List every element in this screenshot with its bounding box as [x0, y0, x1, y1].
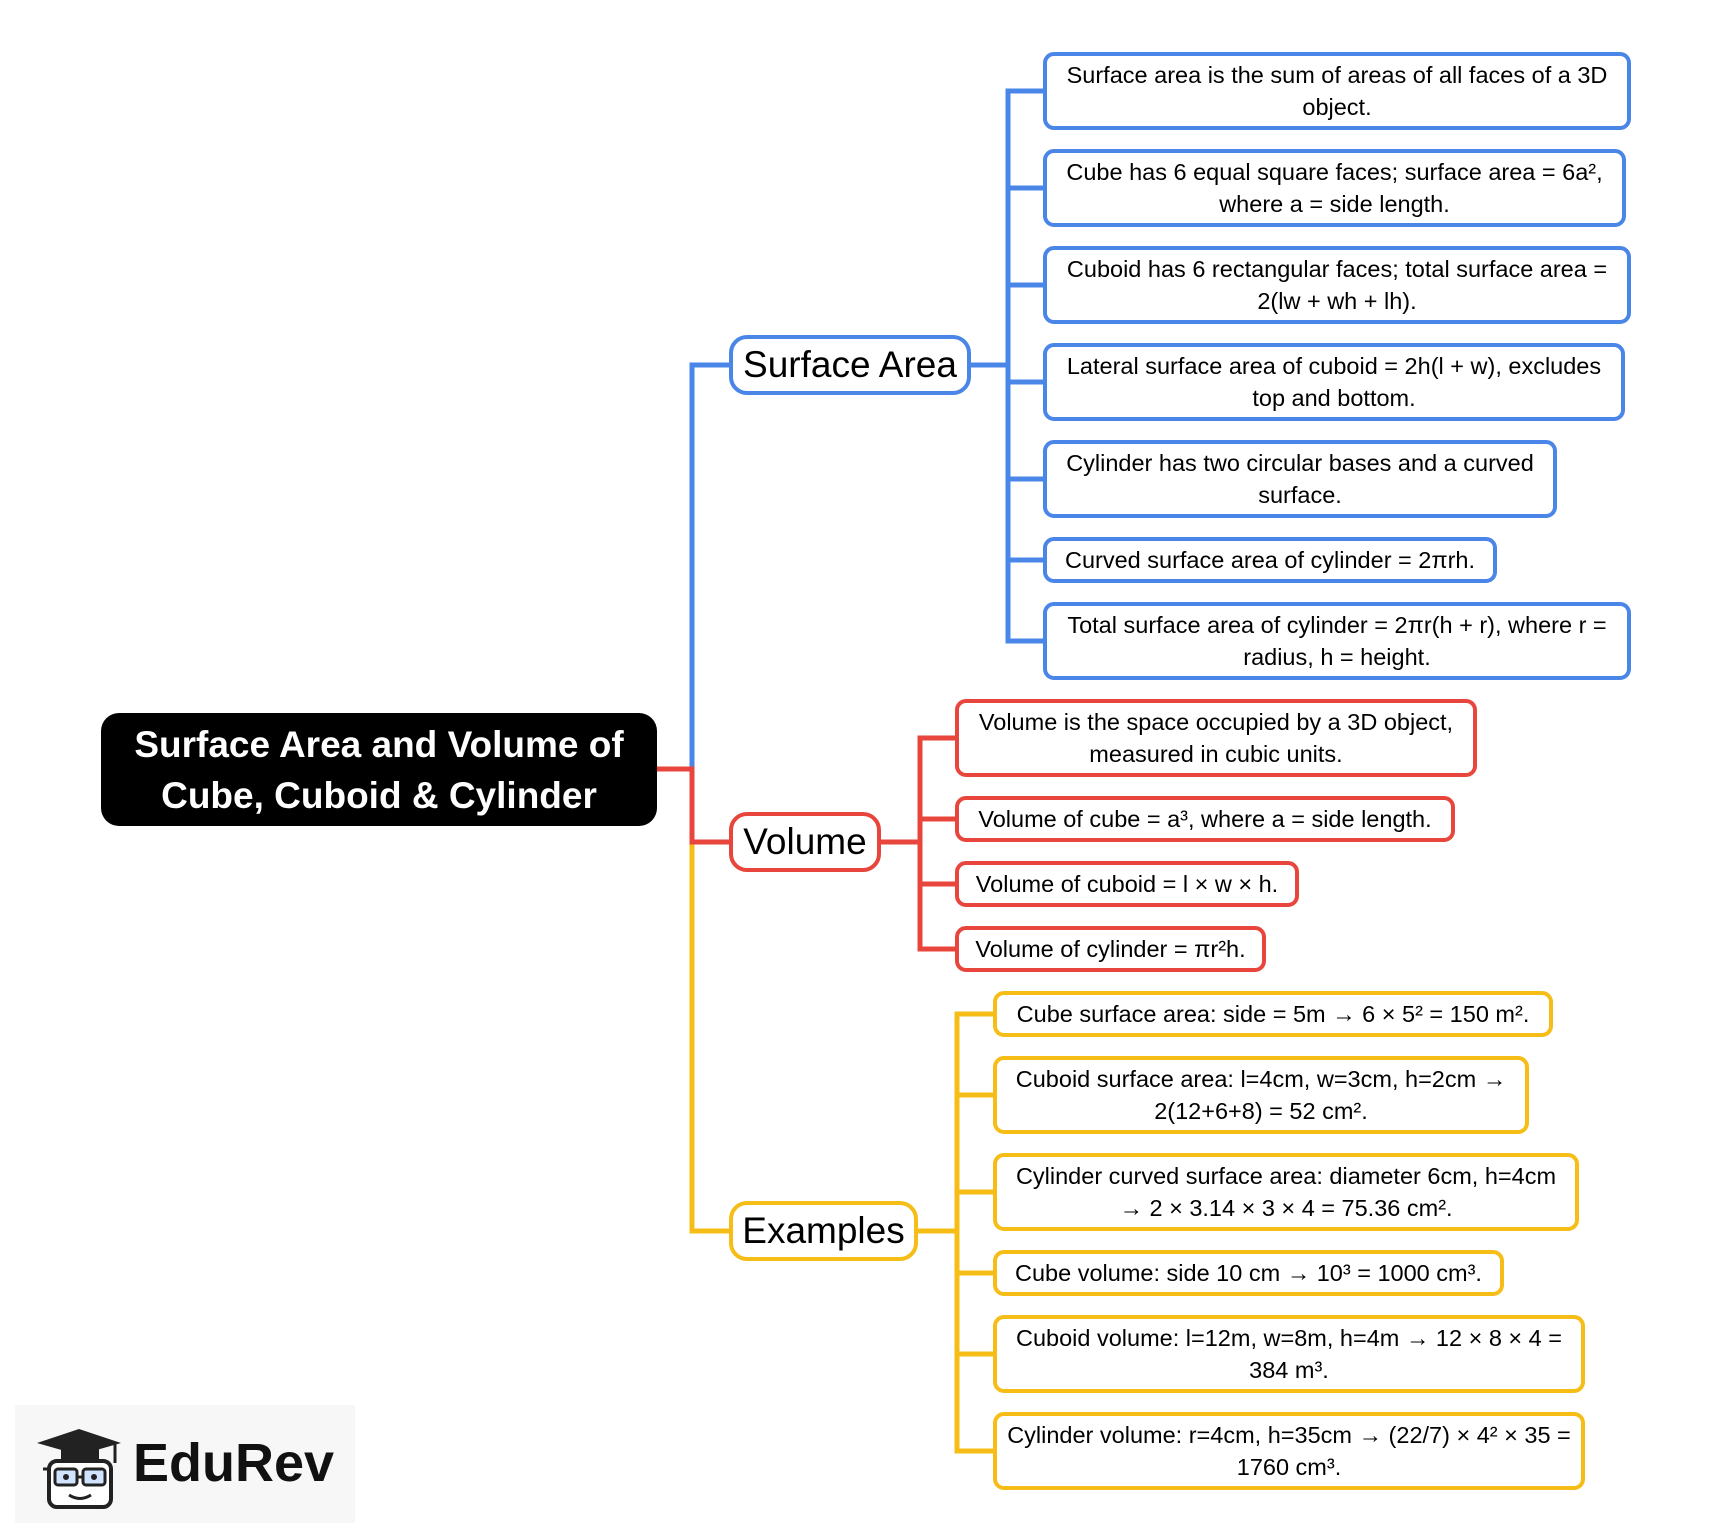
leaf-cylinder-curved-surface-area: Curved surface area of cylinder = 2πrh. [1043, 537, 1497, 583]
leaf-cylinder-volume: Volume of cylinder = πr²h. [955, 926, 1266, 972]
branch-volume: Volume [729, 812, 881, 872]
root-title-line-2: Cube, Cuboid & Cylinder [161, 774, 597, 816]
leaf-cube-surface-area: Cube has 6 equal square faces; surface a… [1043, 149, 1626, 227]
leaf-example-cylinder-curved-surface-area: Cylinder curved surface area: diameter 6… [993, 1153, 1579, 1231]
leaf-example-cube-volume: Cube volume: side 10 cm → 10³ = 1000 cm³… [993, 1250, 1504, 1296]
leaf-cuboid-surface-area: Cuboid has 6 rectangular faces; total su… [1043, 246, 1631, 324]
leaf-cuboid-volume: Volume of cuboid = l × w × h. [955, 861, 1299, 907]
root-title-line-1: Surface Area and Volume of [134, 723, 624, 765]
leaf-cylinder-total-surface-area: Total surface area of cylinder = 2πr(h +… [1043, 602, 1631, 680]
mascot-graduation-cap-icon [37, 1429, 121, 1509]
edurev-logo-text: EduRev [133, 1433, 335, 1493]
leaf-cube-volume: Volume of cube = a³, where a = side leng… [955, 796, 1455, 842]
root-topic: Surface Area and Volume of Cube, Cuboid … [101, 713, 657, 826]
branch-examples: Examples [729, 1201, 918, 1261]
leaf-cylinder-surfaces: Cylinder has two circular bases and a cu… [1043, 440, 1557, 518]
leaf-cuboid-lateral-surface-area: Lateral surface area of cuboid = 2h(l + … [1043, 343, 1625, 421]
leaf-example-cuboid-surface-area: Cuboid surface area: l=4cm, w=3cm, h=2cm… [993, 1056, 1529, 1134]
leaf-volume-definition: Volume is the space occupied by a 3D obj… [955, 699, 1477, 777]
leaf-example-cylinder-volume: Cylinder volume: r=4cm, h=35cm → (22/7) … [993, 1412, 1585, 1490]
branch-surface-area: Surface Area [729, 335, 971, 395]
leaf-example-cube-surface-area: Cube surface area: side = 5m → 6 × 5² = … [993, 991, 1553, 1037]
leaf-surface-area-definition: Surface area is the sum of areas of all … [1043, 52, 1631, 130]
edurev-logo [15, 1405, 355, 1523]
leaf-example-cuboid-volume: Cuboid volume: l=12m, w=8m, h=4m → 12 × … [993, 1315, 1585, 1393]
